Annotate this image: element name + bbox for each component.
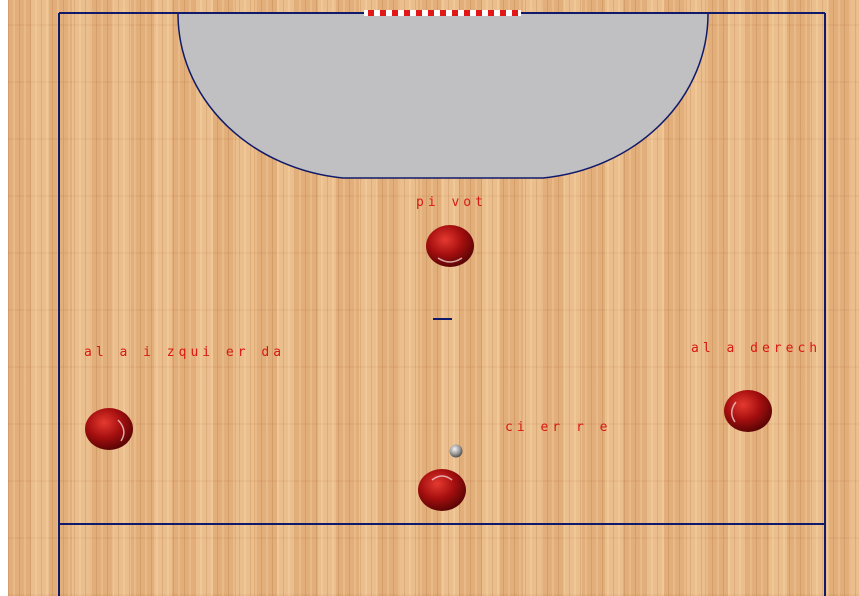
- label-pivot: pi vot: [416, 195, 487, 210]
- player-ala-izquierda[interactable]: [85, 408, 133, 450]
- goal: [364, 10, 521, 16]
- court-canvas: pi vot al a i zqui er da al a derech ci …: [8, 0, 859, 596]
- player-ala-derecha[interactable]: [724, 390, 772, 432]
- player-cierre[interactable]: [418, 469, 466, 511]
- player-pivot[interactable]: [426, 225, 474, 267]
- label-ala-derecha: al a derech: [691, 341, 821, 356]
- label-ala-izquierda: al a i zqui er da: [84, 345, 285, 360]
- label-cierre: ci er r e: [505, 420, 611, 435]
- ball[interactable]: [450, 445, 463, 458]
- goal-area: [178, 13, 708, 178]
- futsal-court: pi vot al a i zqui er da al a derech ci …: [8, 0, 859, 596]
